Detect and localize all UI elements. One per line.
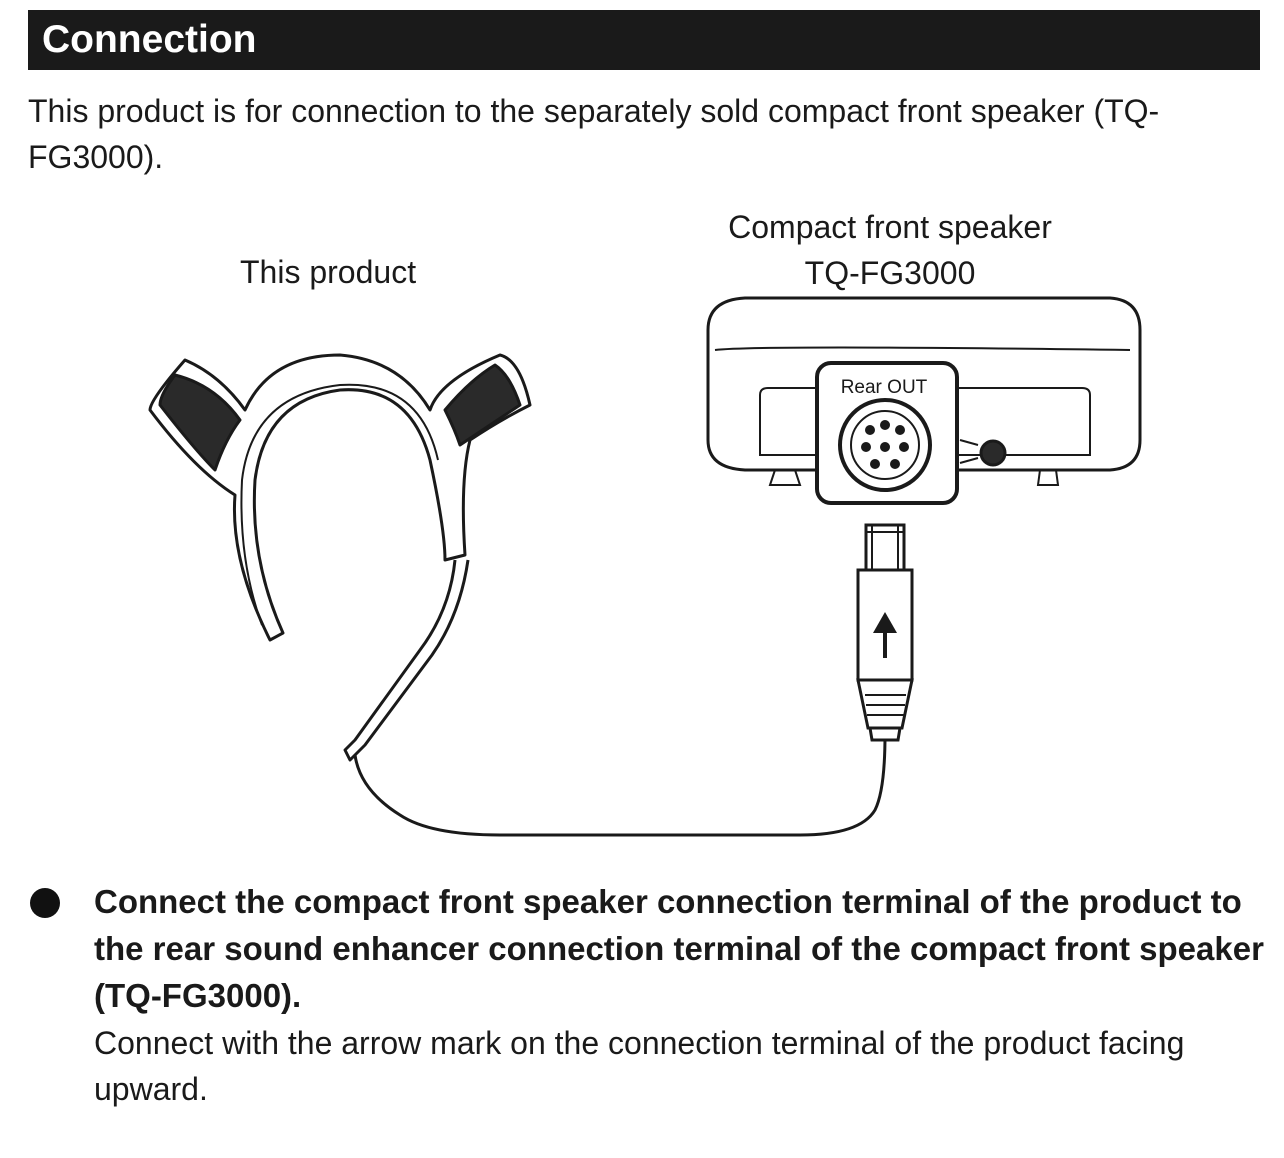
speaker-label-model: TQ-FG3000 (804, 255, 976, 291)
section-title: Connection (42, 18, 257, 61)
instruction-note: Connect with the arrow mark on the conne… (94, 1025, 1185, 1107)
neck-speaker-illustration (148, 353, 532, 762)
arrow-up-icon (873, 612, 897, 658)
bullet-point (30, 888, 60, 918)
connection-cable (353, 734, 887, 837)
instruction-text: Connect the compact front speaker connec… (94, 883, 1264, 1014)
section-header-bar: Connection (28, 10, 1260, 70)
intro-paragraph: This product is for connection to the se… (28, 93, 1160, 175)
speaker-label-name: Compact front speaker (728, 209, 1052, 245)
rear-out-port-callout: Rear OUT (815, 361, 959, 505)
rear-out-label: Rear OUT (841, 377, 928, 398)
speaker-label: Compact front speaker TQ-FG3000 (680, 204, 1100, 296)
product-label: This product (240, 254, 417, 290)
